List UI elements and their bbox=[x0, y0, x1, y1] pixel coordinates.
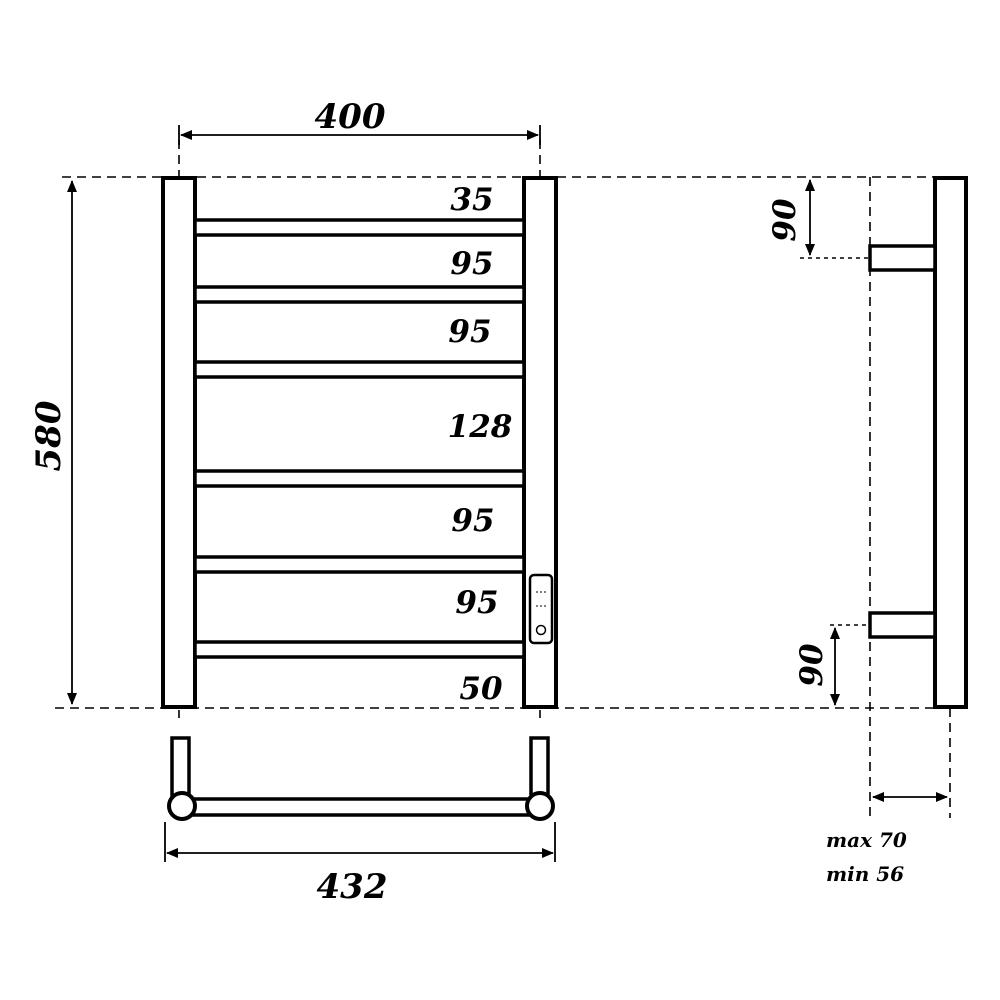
wall-distance-max-label: max 70 bbox=[826, 828, 907, 852]
bar-gap-label-6: 95 bbox=[455, 585, 498, 621]
bar-gap-label-5: 95 bbox=[451, 503, 494, 539]
overall-width-label: 400 bbox=[315, 97, 386, 137]
wall-distance-min-label: min 56 bbox=[826, 862, 904, 886]
bar-gap-label-4: 128 bbox=[448, 409, 513, 445]
rail-bar-4 bbox=[193, 469, 526, 488]
overall-height-label: 580 bbox=[29, 400, 69, 471]
front-view bbox=[161, 176, 558, 709]
bar-gap-label-2: 95 bbox=[450, 246, 493, 282]
side-top-offset-label: 90 bbox=[767, 198, 803, 242]
rail-bar-2 bbox=[193, 285, 526, 304]
rail-bar-3 bbox=[193, 360, 526, 379]
dimension-arrows bbox=[67, 125, 948, 862]
bar-gap-label-3: 95 bbox=[448, 314, 491, 350]
top-wall-mount-bracket bbox=[868, 244, 937, 272]
left-collector-post bbox=[161, 176, 197, 709]
side-view bbox=[868, 176, 968, 709]
top-view-rail bbox=[182, 797, 544, 817]
rail-bar-5 bbox=[193, 555, 526, 574]
side-collector-post bbox=[933, 176, 968, 709]
bar-gap-label-7: 50 bbox=[459, 671, 503, 707]
top-view-left-post bbox=[170, 736, 191, 802]
dimension-labels: 400 580 432 35 95 95 128 95 95 50 90 90 … bbox=[29, 97, 907, 907]
rail-bar-1 bbox=[193, 218, 526, 237]
top-view bbox=[167, 736, 555, 821]
bottom-wall-mount-bracket bbox=[868, 611, 937, 639]
side-bottom-offset-label: 90 bbox=[794, 643, 830, 687]
top-view-right-cap bbox=[525, 791, 555, 821]
bottom-width-label: 432 bbox=[317, 867, 388, 907]
bar-gap-label-1: 35 bbox=[450, 182, 493, 218]
top-view-left-cap bbox=[167, 791, 197, 821]
top-view-right-post bbox=[529, 736, 550, 802]
rail-bar-6 bbox=[193, 640, 526, 659]
power-switch-icon bbox=[528, 573, 554, 645]
